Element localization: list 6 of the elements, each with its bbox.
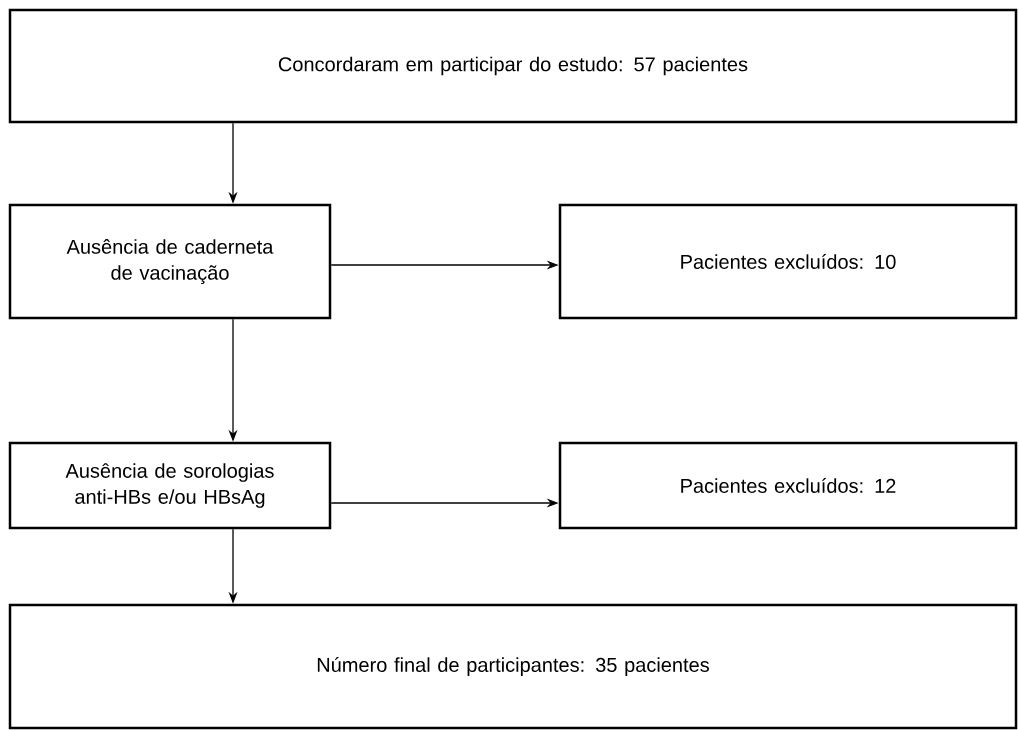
- process-box: Pacientes excluídos: 10: [558, 203, 1018, 320]
- process-box: Ausência de caderneta de vacinação: [8, 203, 332, 320]
- process-box: Concordaram em participar do estudo: 57 pacientes: [8, 8, 1018, 124]
- process-box: Número final de participantes: 35 pacientes: [8, 603, 1018, 730]
- process-box: Ausência de sorologias anti-HBs e/ou HBsAg: [8, 441, 332, 530]
- process-box: Pacientes excluídos: 12: [558, 441, 1018, 530]
